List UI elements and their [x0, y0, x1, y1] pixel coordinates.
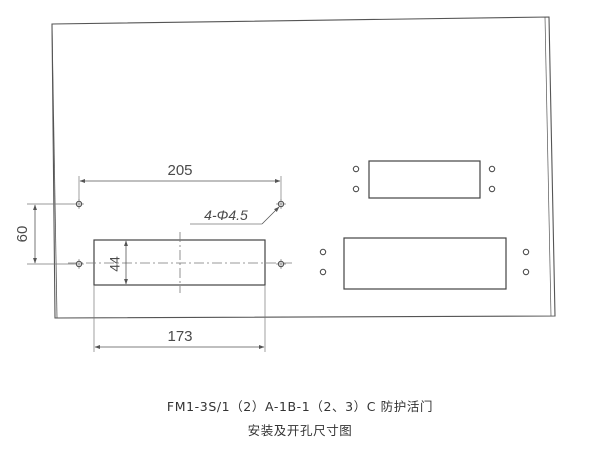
- large-window-holes: [319, 248, 530, 276]
- dimension-60: 60: [14, 203, 74, 265]
- dimension-173: 173: [93, 285, 266, 352]
- center-lines: [68, 232, 292, 293]
- dimension-60-label: 60: [14, 226, 31, 243]
- hole-callout-label: 4-Φ4.5: [204, 207, 248, 223]
- panel-outline: [51, 16, 556, 319]
- small-window-holes: [352, 165, 496, 193]
- dimension-44-label: 44: [107, 256, 123, 272]
- dimension-205: 205: [78, 162, 282, 200]
- caption-title: FM1-3S/1（2）A-1B-1（2、3）C 防护活门: [166, 399, 434, 414]
- dimension-173-label: 173: [167, 328, 192, 345]
- caption-subtitle: 安装及开孔尺寸图: [247, 423, 353, 438]
- hole-crosshairs: [74, 199, 286, 269]
- dimension-205-label: 205: [167, 162, 192, 179]
- cutout-rectangle: [93, 239, 266, 286]
- large-window: [319, 237, 530, 290]
- dimension-44: 44: [107, 240, 128, 285]
- small-window: [352, 160, 496, 199]
- hole-callout: 4-Φ4.5: [190, 206, 280, 225]
